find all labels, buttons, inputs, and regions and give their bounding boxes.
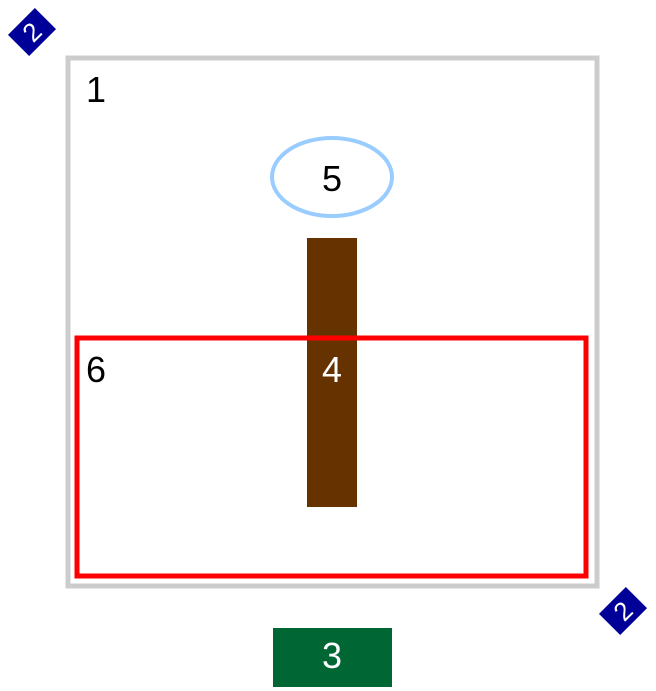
box-1: 1 xyxy=(65,55,600,589)
rect-3: 3 xyxy=(273,628,392,687)
ellipse-5-label: 5 xyxy=(322,158,342,199)
marker-2-top: 2 xyxy=(7,7,57,57)
box-1-label: 1 xyxy=(86,69,106,110)
bar-4-label: 4 xyxy=(322,349,342,390)
rect-3-fill xyxy=(273,628,392,687)
ellipse-5: 5 xyxy=(270,136,394,218)
marker-2-bottom-diamond xyxy=(598,586,648,636)
box-1-outline xyxy=(65,55,600,589)
box-6-label: 6 xyxy=(86,349,106,390)
box-6: 6 xyxy=(74,335,589,579)
box-6-outline xyxy=(74,335,589,579)
marker-2-top-diamond xyxy=(7,7,57,57)
ellipse-5-outline xyxy=(270,136,394,218)
bar-4-fill xyxy=(307,238,357,507)
bar-4 xyxy=(307,238,357,507)
rect-3-label: 3 xyxy=(322,635,342,676)
marker-2-bottom: 2 xyxy=(598,586,648,636)
